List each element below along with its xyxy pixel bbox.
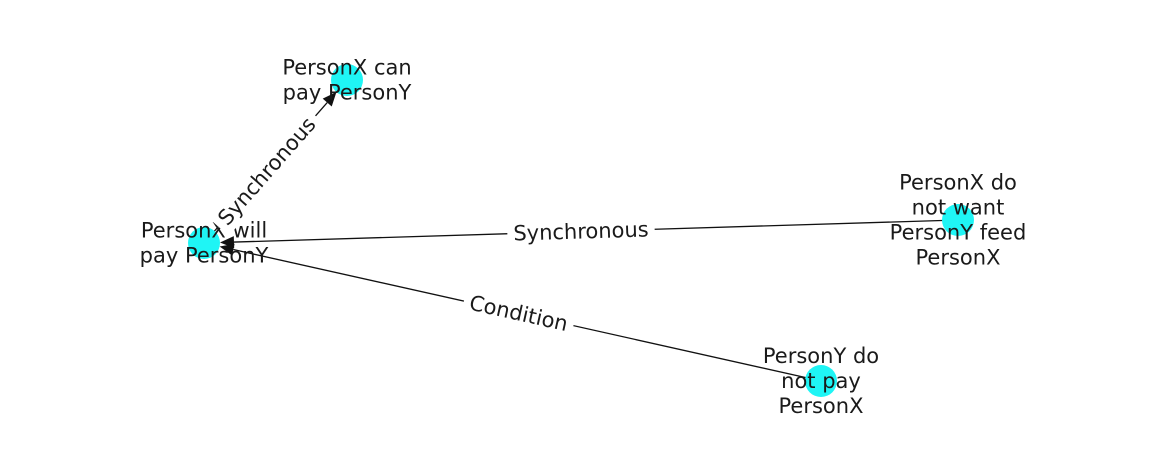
edge-label: Synchronous — [213, 112, 320, 230]
node-circle-n2 — [942, 204, 974, 236]
node-label-line: not want — [912, 196, 1005, 220]
edge-label-background — [207, 106, 327, 236]
edge-arrowhead-n3-n0 — [219, 243, 235, 256]
node-label-line: PersonX — [916, 246, 1001, 270]
node-label-line: not pay — [781, 369, 861, 393]
nodes-layer — [188, 64, 974, 397]
node-circle-n3 — [805, 365, 837, 397]
edge-label-group-0: Synchronous — [207, 106, 327, 236]
edge-label-background — [506, 215, 656, 248]
edge-label: Synchronous — [513, 217, 649, 245]
node-label-line: PersonY feed — [890, 221, 1027, 245]
node-label-line: PersonX — [779, 394, 864, 418]
edge-label: Condition — [467, 291, 570, 336]
node-label-line: PersonX will — [141, 219, 267, 243]
node-label-line: PersonX do — [899, 171, 1017, 195]
edge-arrowhead-n0-n1 — [322, 92, 337, 107]
node-label-line: pay PersonY — [283, 81, 412, 105]
node-label-line: PersonX can — [282, 56, 411, 80]
node-label-line: PersonY do — [763, 344, 879, 368]
edge-label-group-2: Condition — [460, 287, 577, 340]
edge-label-background — [460, 287, 577, 340]
node-circle-n0 — [188, 227, 220, 259]
edge-label-group-1: Synchronous — [506, 215, 656, 248]
node-circle-n1 — [331, 64, 363, 96]
node-label-line: pay PersonY — [140, 244, 269, 268]
